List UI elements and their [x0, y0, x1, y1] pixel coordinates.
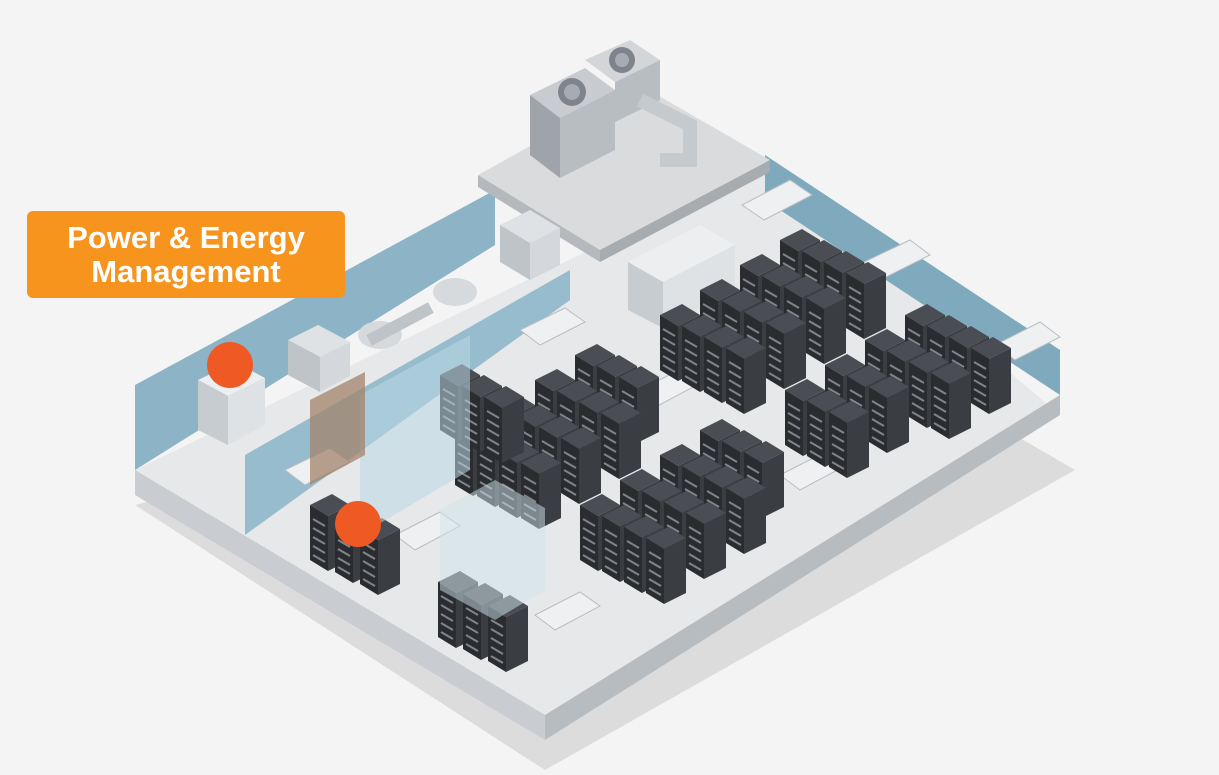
server-rack-icon — [971, 337, 1011, 414]
page-title: Power & Energy Management — [27, 211, 345, 298]
rack-row-marker[interactable] — [335, 501, 381, 547]
server-rack-icon — [646, 527, 686, 604]
roof-deck-edge-2 — [600, 160, 770, 262]
title-line-2: Management — [91, 253, 281, 289]
server-rack-icon — [846, 262, 886, 339]
floor-slab-edge-right — [545, 395, 1060, 740]
switchgear-panel-icon — [288, 325, 350, 392]
server-rack-icon — [561, 427, 601, 504]
door-frame — [310, 372, 365, 485]
chiller-unit-icon — [585, 40, 697, 167]
pump-station-icon — [358, 210, 560, 349]
server-rack-icon — [766, 312, 806, 389]
ups-power-marker[interactable] — [207, 342, 253, 388]
server-rack-icon — [931, 362, 971, 439]
server-rack-icon — [484, 386, 524, 463]
glass-partition — [360, 335, 470, 535]
server-rack-icon — [869, 376, 909, 453]
title-line-1: Power & Energy — [67, 219, 305, 255]
glass-door — [440, 480, 545, 620]
server-rack-icon — [726, 337, 766, 414]
server-rack-group — [310, 229, 1011, 672]
server-rack-icon — [806, 287, 846, 364]
server-rack-icon — [686, 502, 726, 579]
server-rack-icon — [829, 401, 869, 478]
server-rack-icon — [726, 477, 766, 554]
wall-back-right — [765, 155, 1060, 395]
floor-slab-edge-left — [135, 470, 545, 740]
chiller-unit-icon — [530, 68, 615, 178]
server-rack-icon — [601, 402, 641, 479]
